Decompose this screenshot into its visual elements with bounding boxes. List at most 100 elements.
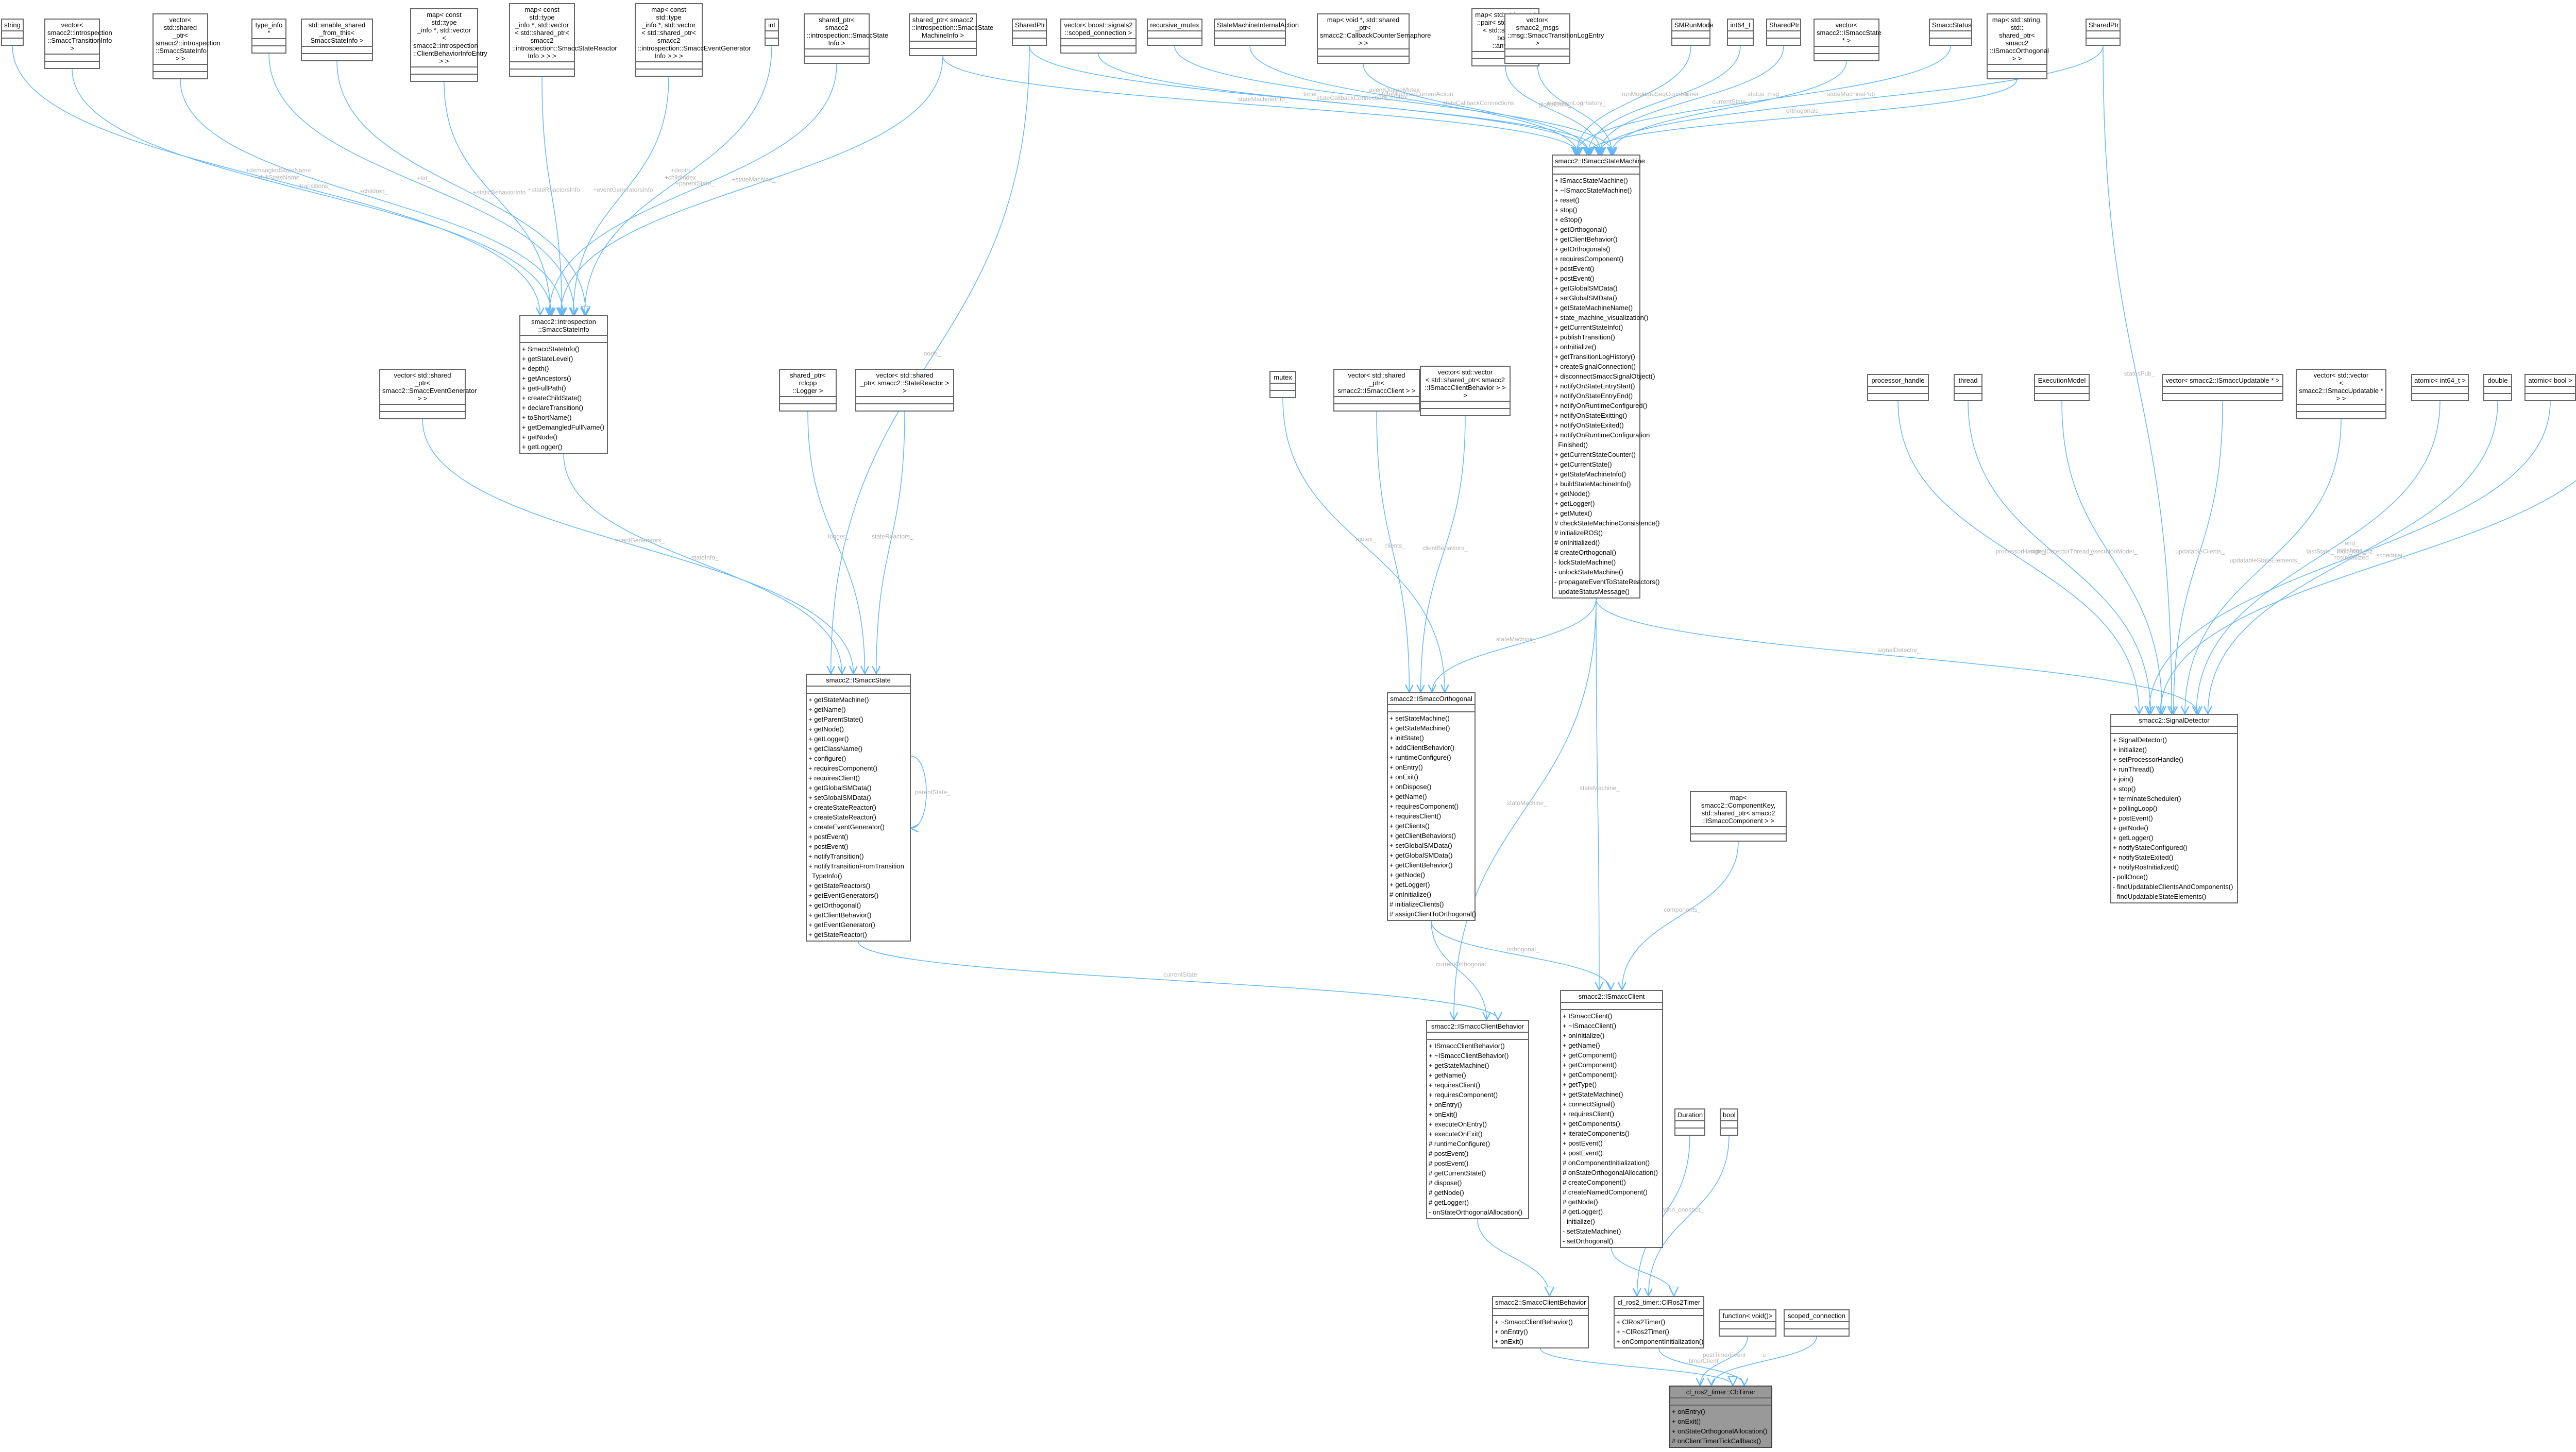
class-node-ros2timer[interactable]: cl_ros2_timer::ClRos2Timer+ ClRos2Timer(… (1614, 1296, 1704, 1348)
edge-label: runMode_ (1622, 91, 1650, 98)
class-node-mutex[interactable]: mutex (1269, 371, 1296, 398)
class-node-vec-transinfo[interactable]: vector< smacc2::introspection ::SmaccTra… (44, 19, 112, 69)
class-node-atomic-bool[interactable]: atomic< bool > (2524, 374, 2576, 401)
class-title: SharedPtr (1767, 20, 1800, 31)
class-node-vec-evgen[interactable]: vector< std::shared _ptr< smacc2::SmaccE… (379, 369, 477, 419)
class-node-typeinfo[interactable]: type_info * (251, 19, 286, 54)
class-node-atomic-int64[interactable]: atomic< int64_t > (2411, 374, 2469, 401)
class-method: - findUpdatableStateElements() (2113, 893, 2207, 900)
class-node-map-reactor[interactable]: map< const std::type _info *, std::vecto… (509, 3, 617, 77)
class-title: cl_ros2_timer::CbTimer (1670, 1387, 1771, 1398)
class-method: + notifyOnStateEntryStart() (1554, 382, 1635, 390)
edge-label: rosInitialized (2334, 554, 2369, 561)
class-method: + eStop() (1554, 216, 1582, 224)
class-method: + addClientBehavior() (1389, 744, 1455, 751)
class-methods (1421, 409, 1510, 415)
class-node-rec-mutex[interactable]: recursive_mutex (1147, 19, 1202, 46)
class-method: + getNode() (2113, 824, 2149, 832)
class-node-smaccclientbehavior[interactable]: smacc2::SmaccClientBehavior+ ~SmaccClien… (1492, 1296, 1589, 1348)
class-node-sp-logger[interactable]: shared_ptr< rclcpp ::Logger > (779, 369, 837, 412)
class-methods (1675, 1129, 1704, 1135)
class-node-map-cbinfo[interactable]: map< const std::type _info *, std::vecto… (410, 8, 487, 82)
class-method: + ClRos2Timer() (1616, 1318, 1666, 1326)
class-methods (805, 57, 869, 63)
class-fields (1930, 31, 1971, 39)
class-methods (1988, 72, 2046, 78)
class-node-vec-vec-cb[interactable]: vector< std::vector < std::shared_ptr< s… (1420, 366, 1511, 416)
class-node-sp-stateinfo[interactable]: shared_ptr< smacc2 ::introspection::Smac… (804, 13, 888, 64)
class-node-enable-shared[interactable]: std::enable_shared _from_this< SmaccStat… (301, 19, 373, 61)
edge-sp_stateinfo-to-stateinfo (549, 63, 837, 315)
class-node-statemachine[interactable]: smacc2::ISmaccStateMachine+ ISmaccStateM… (1552, 155, 1660, 599)
class-method: + getStateReactors() (808, 882, 871, 890)
class-node-orthogonal[interactable]: smacc2::ISmaccOrthogonal+ setStateMachin… (1387, 692, 1476, 921)
class-node-vec-translog[interactable]: vector< smacc2_msgs ::msg::SmaccTransiti… (1504, 13, 1604, 64)
class-method: + notifyOnRuntimeConfigured() (1554, 402, 1648, 409)
edge-statemachine-to-clientbehavior (1454, 598, 1597, 1020)
class-node-smrunmode[interactable]: SMRunMode (1671, 19, 1714, 46)
edge-label: lastState_ (2307, 548, 2334, 555)
class-node-map-evgen[interactable]: map< const std::type _info *, std::vecto… (635, 3, 751, 77)
class-node-sm-internal[interactable]: StateMachineInternalAction (1214, 19, 1299, 46)
class-node-sharedptr2[interactable]: SharedPtr (1766, 19, 1801, 46)
class-methods (2035, 394, 2089, 400)
edge-map_component-to-client (1622, 841, 1739, 990)
edge-label: +fullStateName (257, 174, 300, 181)
class-fields (1493, 1309, 1588, 1316)
class-method: + iterateComponents() (1563, 1130, 1630, 1137)
class-node-signaldetector[interactable]: smacc2::SignalDetector+ SignalDetector()… (2110, 714, 2238, 903)
class-method: # createOrthogonal() (1554, 549, 1616, 556)
class-node-istate[interactable]: smacc2::ISmaccState+ getStateMachine()+ … (806, 674, 911, 942)
class-method: + toShortName() (522, 414, 572, 421)
class-method: + onInitialize() (1554, 343, 1597, 351)
class-methods (1691, 834, 1786, 841)
class-node-vec-updatable[interactable]: vector< smacc2::ISmaccUpdatable * > (2162, 374, 2283, 401)
class-node-cbtimer[interactable]: cl_ros2_timer::CbTimer+ onEntry()+ onExi… (1669, 1386, 1772, 1448)
class-node-map-orth[interactable]: map< std::string, std:: shared_ptr< smac… (1987, 13, 2049, 79)
class-node-int[interactable]: int (765, 19, 779, 46)
edge-smaccclientbehavior-to-cbtimer (1540, 1348, 1733, 1386)
class-node-map-component[interactable]: map< smacc2::ComponentKey, std::shared_p… (1690, 791, 1787, 842)
edge-statemachine-to-orthogonal (1432, 598, 1597, 692)
class-method: + getLogger() (1554, 500, 1595, 507)
class-node-thread[interactable]: thread (1954, 374, 1982, 401)
class-node-function[interactable]: function< void()> (1719, 1309, 1776, 1337)
class-node-vec-istate[interactable]: vector< smacc2::ISmaccState * > (1814, 19, 1882, 61)
class-node-int64[interactable]: int64_t (1727, 19, 1754, 46)
class-fields (1988, 65, 2046, 72)
class-node-vec-vec-updatable[interactable]: vector< std::vector < smacc2::ISmaccUpda… (2296, 369, 2386, 419)
edge-scoped_conn-to-cbtimer (1711, 1336, 1817, 1386)
class-node-double[interactable]: double (2483, 374, 2512, 401)
class-method: + getComponent() (1563, 1051, 1617, 1059)
class-fields (2, 31, 23, 39)
class-node-vec-client[interactable]: vector< std::shared _ptr< smacc2::ISmacc… (1333, 369, 1420, 412)
class-title: ExecutionModel (2035, 375, 2089, 387)
class-node-processor[interactable]: processor_handle (1867, 374, 1929, 401)
edge-label: +transitions_ (296, 182, 332, 190)
class-methods: + setStateMachine()+ getStateMachine()+ … (1388, 712, 1476, 920)
class-node-duration[interactable]: Duration (1674, 1108, 1705, 1136)
class-node-smaccstatus[interactable]: SmaccStatus (1929, 19, 1972, 46)
class-method: # postEvent() (1429, 1150, 1469, 1157)
class-node-sp-sminfo[interactable]: shared_ptr< smacc2 ::introspection::Smac… (909, 13, 993, 56)
class-node-vec-reactor[interactable]: vector< std::shared _ptr< smacc2::StateR… (855, 369, 954, 412)
class-node-string[interactable]: string (1, 19, 24, 46)
class-node-sharedptr1[interactable]: SharedPtr (1012, 19, 1047, 46)
class-method: + executeOnEntry() (1429, 1120, 1487, 1128)
class-node-vec-stateinfo[interactable]: vector< std::shared _ptr< smacc2::intros… (152, 13, 221, 79)
edge-sp_sminfo-to-stateinfo (561, 56, 943, 315)
class-node-sharedptr3[interactable]: SharedPtr (2086, 19, 2121, 46)
class-node-vec-scoped[interactable]: vector< boost::signals2 ::scoped_connect… (1060, 19, 1137, 54)
class-node-client[interactable]: smacc2::ISmaccClient+ ISmaccClient()+ ~I… (1560, 990, 1663, 1248)
class-node-clientbehavior[interactable]: smacc2::ISmaccClientBehavior+ ISmaccClie… (1426, 1020, 1529, 1219)
edge-label: stateReactors_ (872, 533, 913, 540)
class-method: + getType() (1563, 1081, 1597, 1088)
class-node-map-semaphore[interactable]: map< void *, std::shared _ptr< smacc2::C… (1317, 13, 1431, 64)
class-method: # createComponent() (1563, 1178, 1626, 1186)
class-node-execmodel[interactable]: ExecutionModel (2034, 374, 2090, 401)
class-method: + buildStateMachineInfo() (1554, 480, 1631, 488)
class-node-stateinfo[interactable]: smacc2::introspection ::SmaccStateInfo+ … (519, 315, 608, 454)
class-method: # onClientTimerTickCallback() (1672, 1437, 1761, 1445)
class-node-bool[interactable]: bool (1720, 1108, 1738, 1136)
class-node-scoped-conn[interactable]: scoped_connection (1784, 1309, 1850, 1337)
